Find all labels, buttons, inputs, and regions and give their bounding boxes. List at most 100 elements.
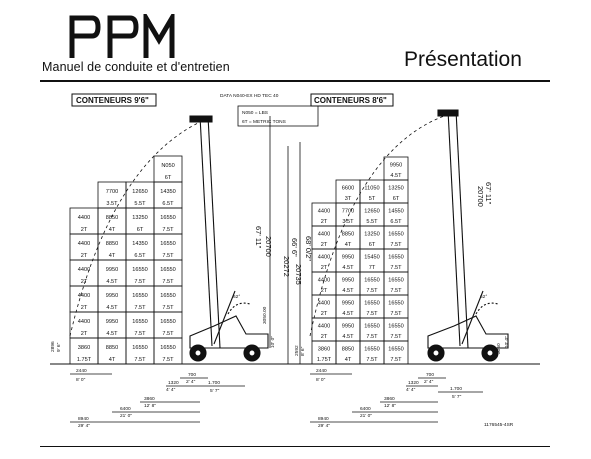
- manual-subtitle: Manuel de conduite et d'entretien: [42, 60, 230, 74]
- left-dimension-label: 2440: [76, 368, 87, 374]
- left-dimension-label: 21' 0": [120, 413, 132, 419]
- left-cell-load-tons: 7.5T: [162, 227, 174, 233]
- left-dimension-label: 8' 0": [76, 377, 86, 383]
- right-cell-load-lbs: 4400: [318, 232, 330, 238]
- right-cab-height-ft: 10' 0": [504, 336, 510, 348]
- left-cell-load-tons: 7.5T: [134, 331, 146, 337]
- header-rule: [40, 80, 550, 82]
- left-cell-load-lbs: 16550: [160, 293, 176, 299]
- left-cell-load-tons: 4.5T: [106, 279, 118, 285]
- left-cell-load-lbs: 8850: [106, 241, 118, 247]
- right-dimension-label: 1320: [408, 380, 419, 386]
- left-cell-load-tons: 7.5T: [162, 331, 174, 337]
- right-cell-load-lbs: 16550: [388, 347, 404, 353]
- left-cell-load-lbs: 16550: [132, 345, 148, 351]
- left-cell-load-tons: 4T: [109, 253, 116, 259]
- left-cell-load-lbs: 14350: [160, 189, 176, 195]
- right-cell-load-lbs: 16550: [364, 278, 380, 284]
- left-cell-load-lbs: 16550: [132, 267, 148, 273]
- right-dimension-label: 5' 7": [452, 394, 462, 400]
- left-cell-load-lbs: 16550: [132, 293, 148, 299]
- left-cell-load-tons: 5.5T: [134, 201, 146, 207]
- right-cell-load-tons: 5.5T: [366, 219, 378, 225]
- legend-box: [237, 105, 319, 127]
- right-cell-load-lbs: 9950: [342, 324, 354, 330]
- right-cell-load-lbs: 9950: [342, 301, 354, 307]
- left-cell-load-tons: 7.5T: [162, 357, 174, 363]
- right-cell-load-tons: 6T: [393, 196, 400, 202]
- left-dimension-label: 3860: [144, 396, 155, 402]
- right-cell-load-lbs: 13250: [364, 232, 380, 238]
- right-cell-load-tons: 2T: [321, 311, 328, 317]
- right-container-height-mm: 2592: [294, 345, 300, 356]
- left-cell-load-tons: 4.5T: [106, 305, 118, 311]
- right-cell-load-tons: 5T: [369, 196, 376, 202]
- right-cell-load-lbs: 16550: [364, 301, 380, 307]
- right-cell-load-lbs: 9950: [342, 255, 354, 261]
- right-dimension-label: 6400: [360, 406, 371, 412]
- right-cell-load-tons: 1.75T: [317, 357, 332, 363]
- right-reach-arc: [309, 113, 451, 337]
- left-height-labels: 20700 67' 11" 20272 66' 6" 20735 68' 0/2…: [50, 226, 313, 352]
- right-reach-stacker: [427, 109, 509, 362]
- left-reach-stacker: [189, 115, 269, 362]
- left-cell-load-tons: 2T: [81, 227, 88, 233]
- right-cell-load-lbs: 4400: [318, 209, 330, 215]
- left-container-height-ft: 9' 6": [56, 342, 62, 352]
- left-dimension-label: 5' 7": [210, 388, 220, 394]
- right-cell-load-tons: 2T: [321, 334, 328, 340]
- right-cell-load-tons: 3.5T: [342, 219, 354, 225]
- right-dimension-label: 1.700: [450, 386, 462, 392]
- right-angle-label: 62°: [480, 294, 487, 300]
- left-cell-load-tons: 2T: [81, 331, 88, 337]
- data-label: DATA N040-EX HD TEC 40: [220, 93, 279, 99]
- left-cell-load-lbs: 16550: [160, 319, 176, 325]
- right-cell-load-lbs: 9950: [390, 163, 402, 169]
- left-dimension-label: 8940: [78, 416, 89, 422]
- right-cell-load-lbs: 16550: [388, 324, 404, 330]
- left-capacity-grid: 44002T44002T44002T44002T44002T38601.75T7…: [69, 155, 183, 365]
- right-cell-load-tons: 6.5T: [390, 219, 402, 225]
- left-cell-load-tons: 2T: [81, 279, 88, 285]
- left-cab-height-ft: 10' 0": [270, 336, 276, 348]
- left-cell-load-tons: 6.5T: [134, 253, 146, 259]
- right-cab-height-mm: 3050: [496, 343, 502, 354]
- right-container-height-ft: 8' 6": [300, 346, 306, 356]
- right-cell-load-tons: 7.5T: [366, 288, 378, 294]
- right-cell-load-tons: 7.5T: [390, 288, 402, 294]
- right-cell-load-lbs: 7700: [342, 209, 354, 215]
- right-boom-length-ft: 67' 11": [484, 182, 493, 205]
- left-label-box: [71, 93, 157, 107]
- legend-lbs: N050 = LBS: [242, 110, 268, 116]
- right-cell-load-tons: 7.5T: [390, 265, 402, 271]
- right-cell-load-tons: 4T: [345, 242, 352, 248]
- right-cell-load-lbs: 16550: [388, 301, 404, 307]
- right-cell-load-tons: 2T: [321, 288, 328, 294]
- capacity-diagram: CONTENEURS 9'6" CONTENEURS 8'6" DATA N04…: [50, 93, 540, 429]
- right-cell-load-lbs: 11050: [364, 186, 379, 192]
- right-horizontal-dims: [310, 373, 483, 423]
- left-dimension-label: 2' 4": [186, 379, 196, 385]
- left-container-label: CONTENEURS 9'6": [76, 96, 149, 105]
- right-cell-load-lbs: 4400: [318, 324, 330, 330]
- right-cell-load-lbs: 13250: [388, 186, 404, 192]
- right-capacity-grid: 44002T44002T44002T44002T44002T44002T3860…: [311, 156, 409, 365]
- right-dimension-label: 8940: [318, 416, 329, 422]
- right-cell-load-tons: 4T: [345, 357, 352, 363]
- left-cell-load-lbs: 3860: [78, 345, 90, 351]
- right-cell-load-tons: 4.5T: [342, 288, 354, 294]
- page-title: Présentation: [404, 48, 522, 71]
- left-reach-arc: [69, 121, 201, 337]
- right-dimension-label: 4' 4": [406, 387, 416, 393]
- right-cell-load-lbs: 4400: [318, 255, 330, 261]
- lift-height-mm: 20272: [282, 256, 291, 277]
- left-dimension-label: 29' 4": [78, 423, 90, 429]
- right-dimension-label: 21' 0": [360, 413, 372, 419]
- left-cell-load-tons: 4T: [109, 227, 116, 233]
- boom-length-ft: 67' 11": [254, 226, 263, 249]
- left-dimension-label: 6400: [120, 406, 131, 412]
- right-cell-load-tons: 7.5T: [366, 311, 378, 317]
- left-cell-load-tons: 7.5T: [162, 253, 174, 259]
- right-cell-load-lbs: 15450: [364, 255, 380, 261]
- right-boom-length-mm: 20700: [476, 186, 485, 207]
